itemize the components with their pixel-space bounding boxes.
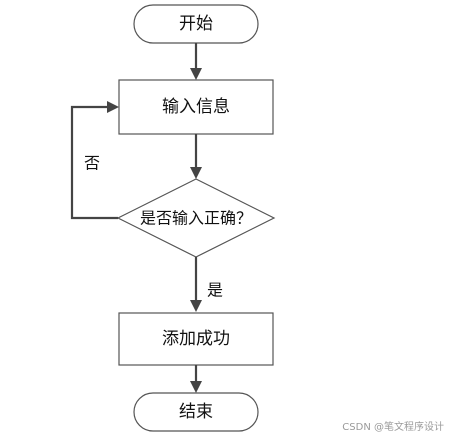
edge-input-to-check [190,134,202,179]
edge-input-to-check-arrowhead [190,167,202,179]
success-node-shape [118,312,274,366]
watermark: CSDN @笔文程序设计 [342,422,444,433]
start-node-label: 开始 [179,14,213,34]
edge-success-to-end-arrowhead [190,381,202,393]
edge-success-to-end [190,365,202,393]
edge-start-to-input-arrowhead [190,68,202,80]
edge-check-yes-label: 是 [207,281,223,300]
edge-check-yes-to-success-arrowhead [190,300,202,312]
edge-check-no-to-input-line [70,105,118,220]
edge-check-yes-to-success: 是 [190,257,223,312]
edge-start-to-input [190,43,202,80]
check-node-label: 是否输入正确？ [140,209,252,228]
success-node-label: 添加成功 [162,329,230,349]
input-node-label: 输入信息 [162,97,230,117]
start-node: 开始 [133,4,259,44]
edge-check-no-to-input: 否 [70,101,119,220]
end-node: 结束 [133,392,259,432]
edge-check-no-label: 否 [84,154,100,173]
check-node: 是否输入正确？ [116,178,276,258]
end-node-label: 结束 [179,402,213,422]
edge-check-no-to-input-arrowhead [107,101,119,113]
input-node-shape [118,79,274,135]
input-node: 输入信息 [118,79,274,135]
end-node-shape [133,392,259,432]
success-node: 添加成功 [118,312,274,366]
